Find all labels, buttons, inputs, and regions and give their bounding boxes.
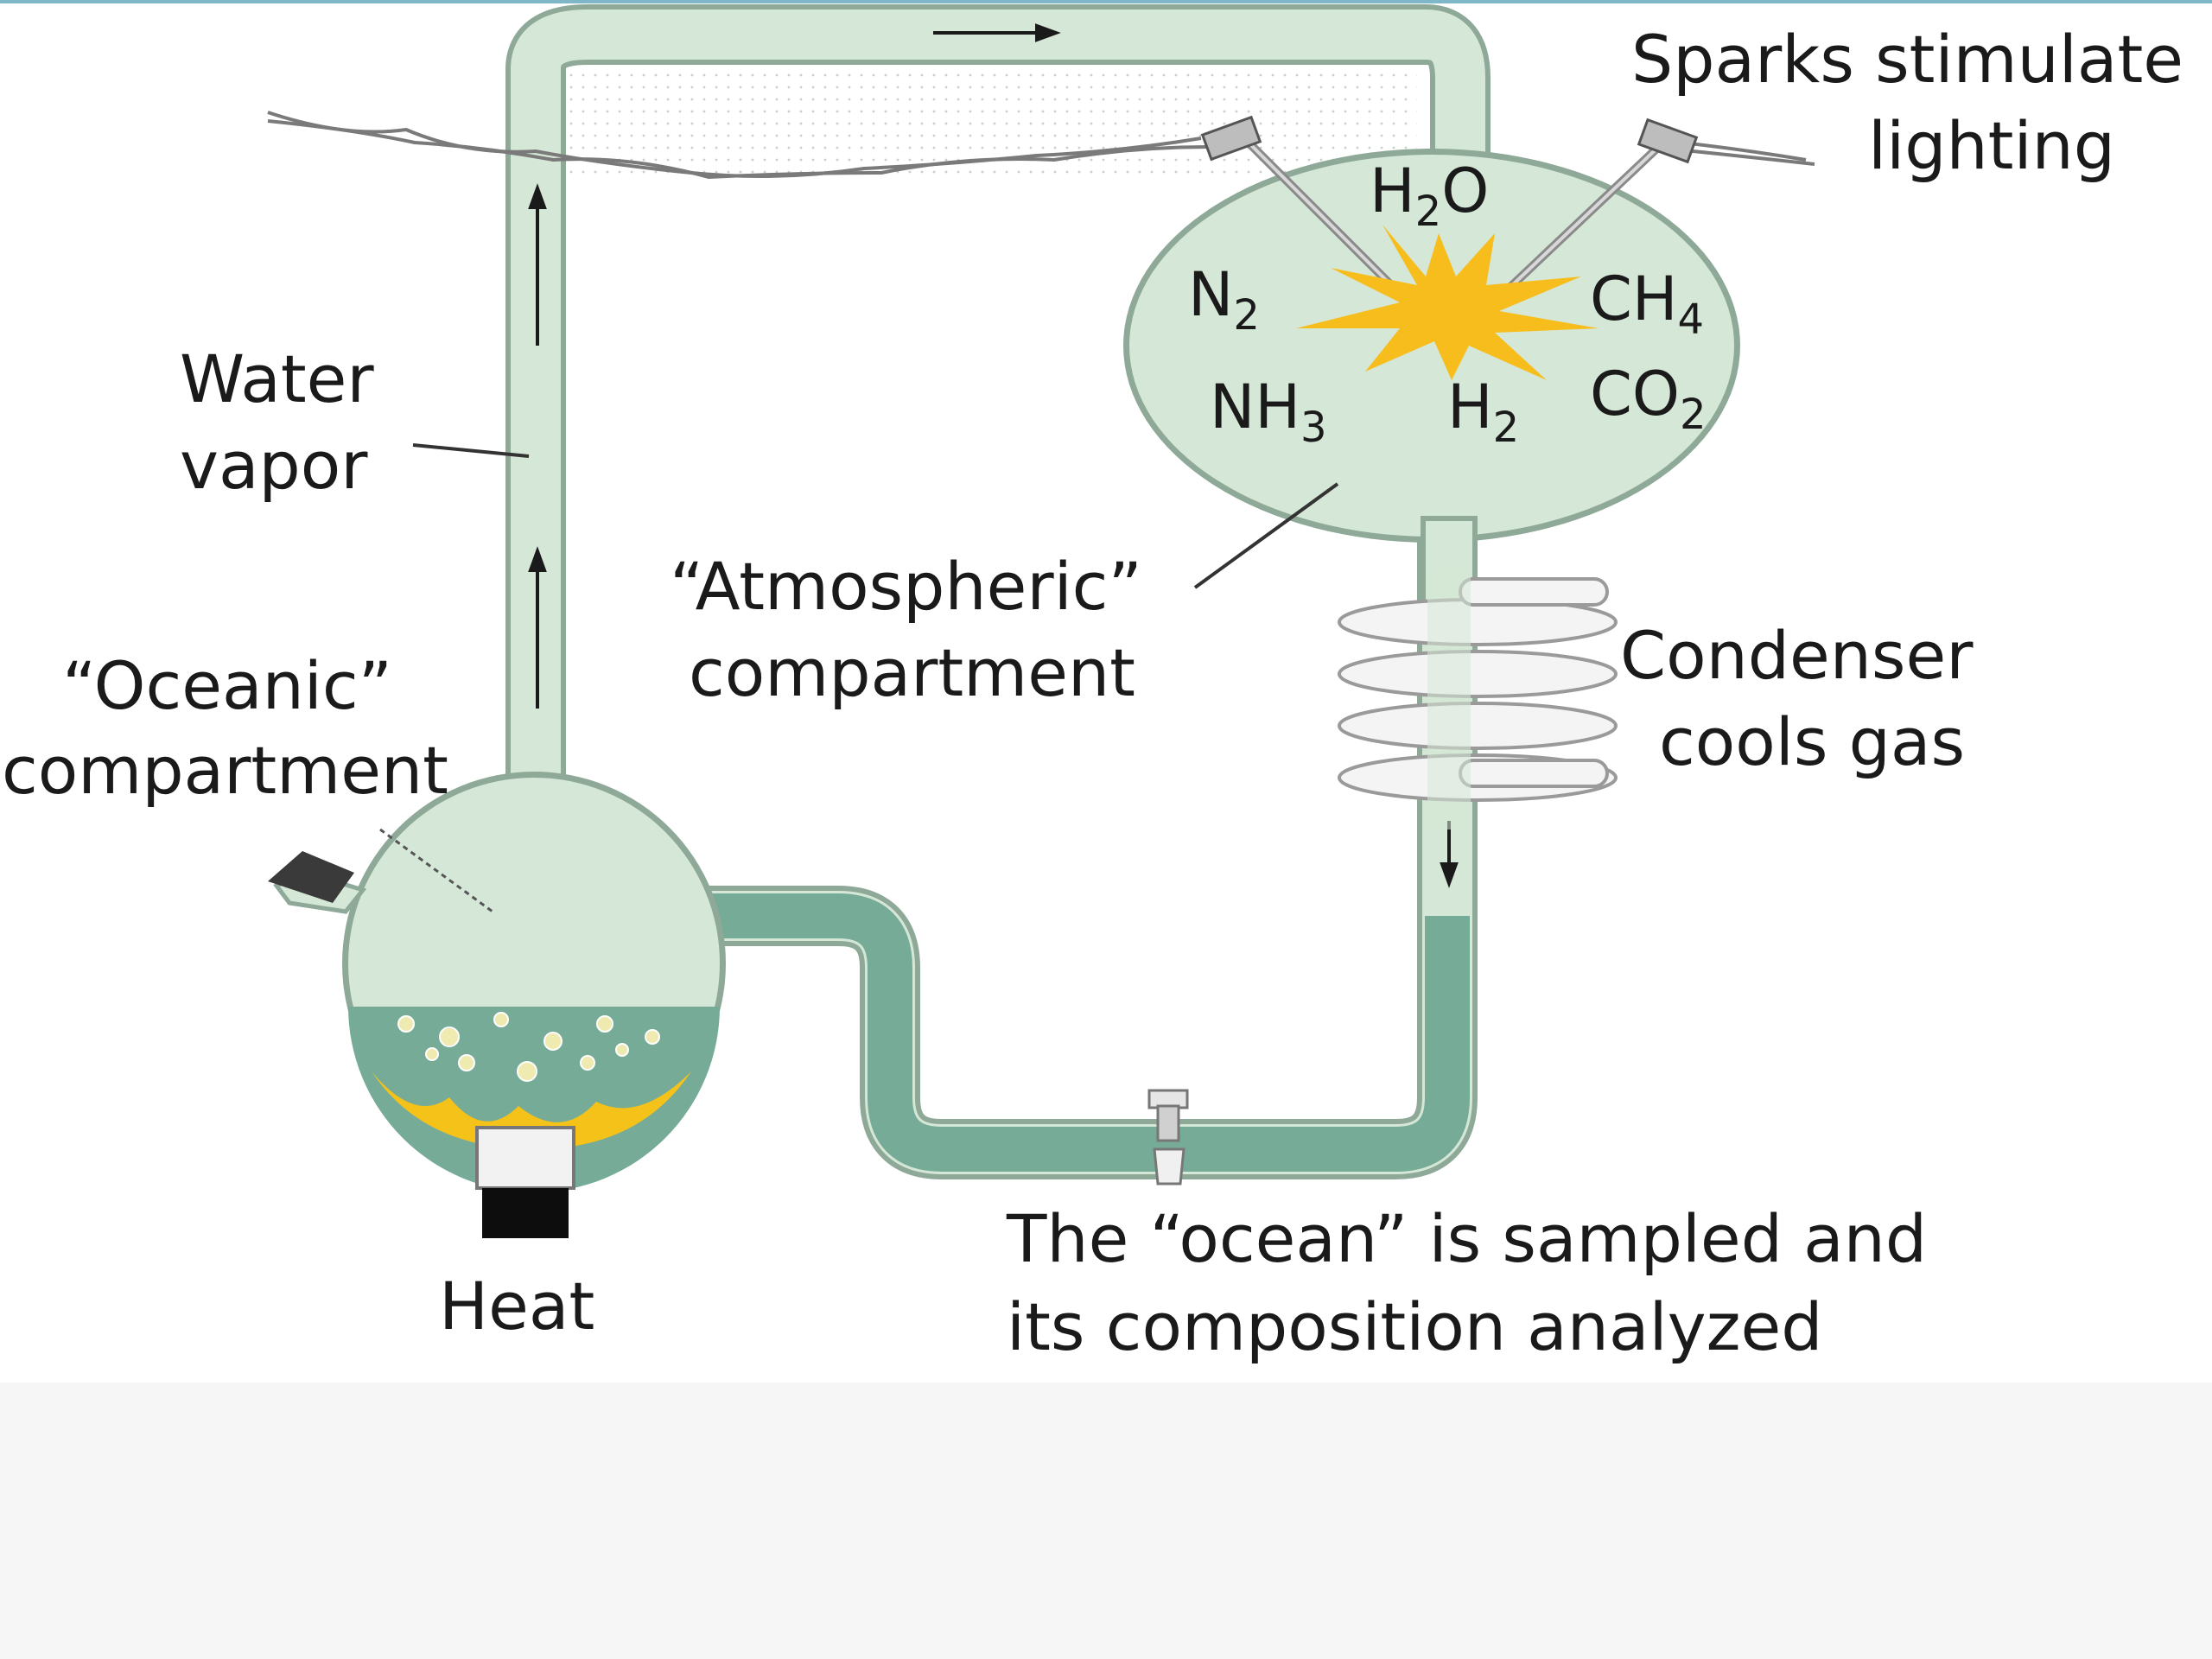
bubbles xyxy=(397,1012,660,1082)
spark-icon xyxy=(1296,225,1599,380)
condenser-tube xyxy=(1427,570,1471,830)
callout-labels: Sparks stimulate lighting Water vapor “A… xyxy=(2,21,2183,1365)
gas-labels: H2O N2 CH4 NH3 H2 CO2 xyxy=(1188,156,1707,452)
side-stopper-icon xyxy=(268,851,367,914)
gas-co2: CO2 xyxy=(1590,359,1707,439)
ocean-sample-label-line2: its composition analyzed xyxy=(1007,1288,1822,1365)
bottom-band xyxy=(0,1382,2212,1659)
gas-ch4: CH4 xyxy=(1590,264,1704,344)
ocean-sample-label-line1: The “ocean” is sampled and xyxy=(1006,1200,1927,1277)
water-vapor-label-line2: vapor xyxy=(180,427,368,504)
gas-h2o: H2O xyxy=(1370,156,1489,236)
ocean-liquid-tube xyxy=(709,893,1470,1172)
heat-flame-icon xyxy=(372,1071,691,1149)
atmospheric-flask xyxy=(1129,155,1734,537)
oceanic-label-line2: compartment xyxy=(2,732,448,809)
top-edge-line xyxy=(0,0,2212,3)
atmospheric-pointer xyxy=(1193,482,1339,589)
gas-h2: H2 xyxy=(1447,372,1519,452)
gas-n2: N2 xyxy=(1188,259,1260,340)
oceanic-label-line1: “Oceanic” xyxy=(62,647,392,724)
burner-icon xyxy=(482,1188,569,1238)
water-vapor-pointer xyxy=(412,443,530,458)
sparks-label-line2: lighting xyxy=(1868,107,2115,184)
dotted-region xyxy=(562,52,1417,181)
condenser-label-line2: cools gas xyxy=(1659,703,1965,780)
atmospheric-label-line2: compartment xyxy=(689,634,1135,711)
burner-collar xyxy=(475,1126,575,1190)
oceanic-pointer xyxy=(379,828,493,913)
flow-arrows xyxy=(528,23,1459,888)
water-vapor-label-line1: Water xyxy=(180,340,374,417)
gas-nh3: NH3 xyxy=(1210,372,1327,452)
atmospheric-label-line1: “Atmospheric” xyxy=(670,548,1142,625)
condenser-coil xyxy=(1338,577,1618,802)
sparks-label-line1: Sparks stimulate xyxy=(1631,21,2183,98)
sampling-stopcock-icon xyxy=(1147,1089,1189,1185)
condenser-label-line1: Condenser xyxy=(1620,617,1974,694)
electrodes xyxy=(1200,115,1699,297)
heat-label: Heat xyxy=(439,1268,594,1344)
